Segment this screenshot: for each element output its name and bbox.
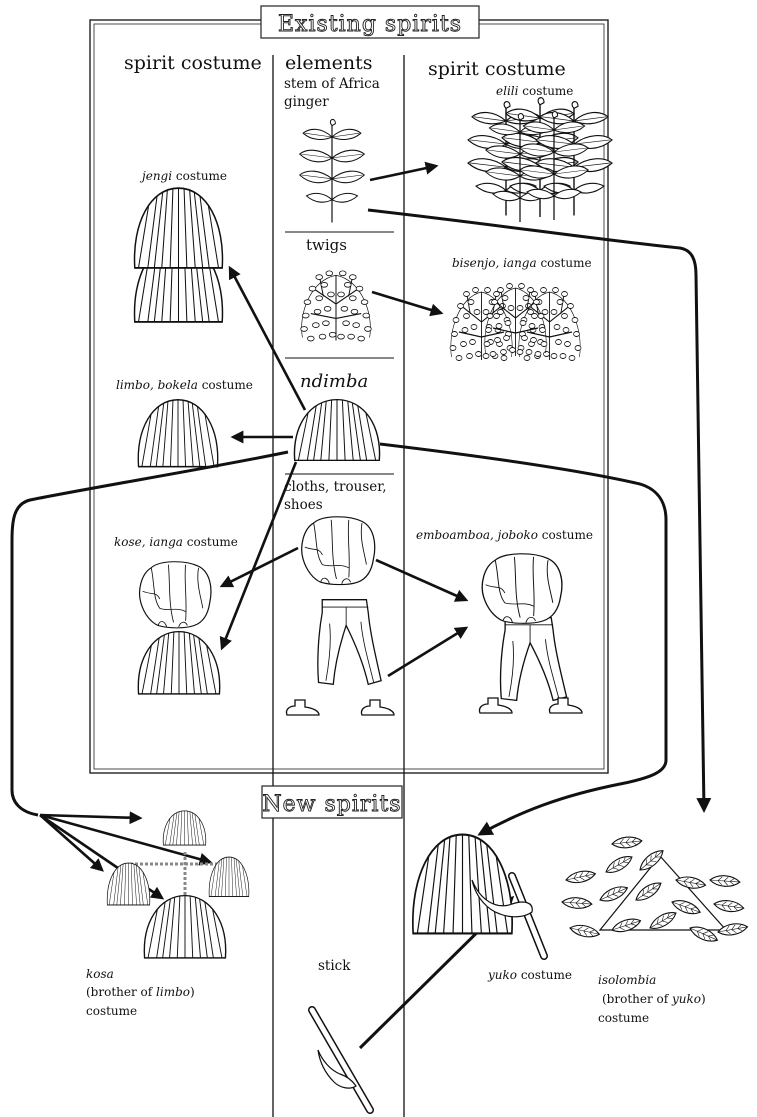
ginger-stem-illustration <box>300 119 365 222</box>
isolombia-costume-label-1: isolombia <box>598 973 656 987</box>
kosa-costume-label-1: kosa <box>86 967 114 981</box>
emboamboa-costume-illustration <box>479 554 582 713</box>
twigs-illustration <box>301 271 372 341</box>
element-stick-label: stick <box>318 958 351 974</box>
stick-illustration <box>312 1010 370 1110</box>
arrow-ndimba-to-kosa <box>12 452 288 815</box>
isolombia-costume-label-3: costume <box>598 1011 649 1025</box>
bisenjo-costume-illustration <box>450 284 581 361</box>
header-right: spirit costume <box>428 58 566 80</box>
title-existing-spirits-box: Existing spirits <box>261 6 479 38</box>
trouser-illustration <box>318 600 381 685</box>
element-ginger-label-1: stem of Africa <box>284 76 380 92</box>
limbo-costume-illustration <box>138 400 217 467</box>
isolombia-costume-illustration <box>562 836 749 945</box>
title-new-spirits: New spirits <box>262 792 401 817</box>
arrow-twigs-to-bisenjo <box>372 292 441 313</box>
elili-costume-illustration <box>468 98 612 222</box>
title-existing-spirits: Existing spirits <box>278 12 462 37</box>
yuko-costume-illustration <box>413 835 544 956</box>
header-middle: elements <box>285 52 372 74</box>
isolombia-costume-label-2: (brother of yuko) <box>602 992 706 1006</box>
element-cloths-label-1: cloths, trouser, <box>284 479 387 495</box>
shoe-left-illustration <box>286 700 319 715</box>
kose-costume-label: kose, ianga costume <box>114 535 238 549</box>
shoe-right-illustration <box>361 700 394 715</box>
kose-costume-illustration <box>138 562 219 694</box>
kosa-costume-illustration <box>107 811 249 958</box>
ndimba-illustration <box>294 400 379 461</box>
cloths-illustration <box>302 517 375 585</box>
element-twigs-label: twigs <box>306 236 347 254</box>
title-new-spirits-box: New spirits <box>262 786 402 818</box>
kosa-costume-label-3: costume <box>86 1004 137 1018</box>
kosa-costume-label-2: (brother of limbo) <box>86 985 195 999</box>
elili-costume-label: elili costume <box>496 84 573 98</box>
bisenjo-costume-label: bisenjo, ianga costume <box>452 256 592 270</box>
element-cloths-label-2: shoes <box>284 497 323 513</box>
element-ginger-label-2: ginger <box>284 94 329 110</box>
jengi-costume-illustration <box>135 188 223 322</box>
element-ndimba-label: ndimba <box>300 371 368 392</box>
arrow-ginger-to-elili <box>370 166 436 180</box>
yuko-costume-label: yuko costume <box>487 968 572 982</box>
header-left: spirit costume <box>124 52 262 74</box>
arrow-cloths-to-emboamboa <box>376 560 466 600</box>
arrow-trouser-to-emboamboa <box>388 628 466 676</box>
jengi-costume-label: jengi costume <box>139 169 227 183</box>
limbo-costume-label: limbo, bokela costume <box>116 378 253 392</box>
emboamboa-costume-label: emboamboa, joboko costume <box>416 528 593 542</box>
